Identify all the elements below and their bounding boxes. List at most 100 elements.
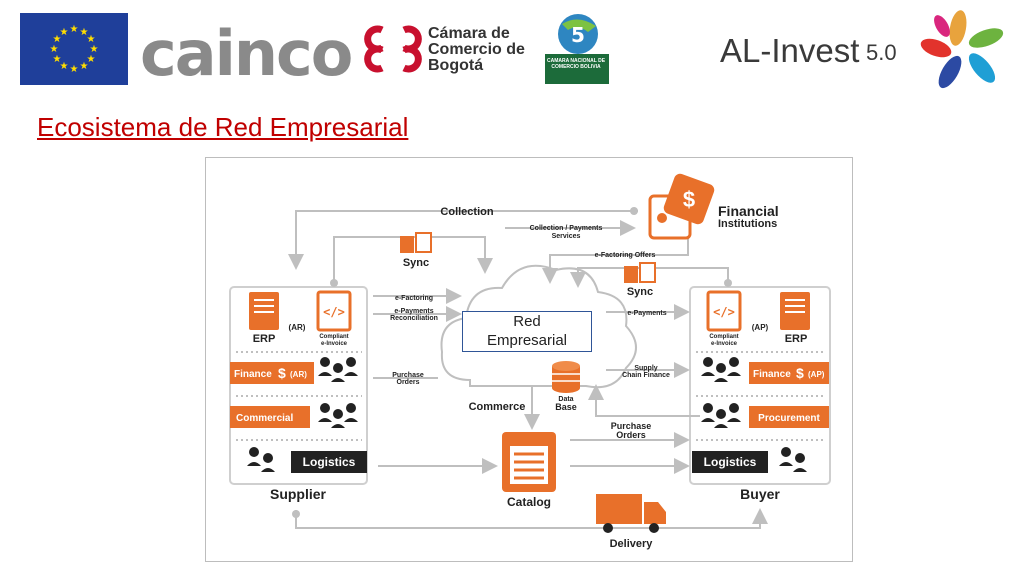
eu-flag-logo: ★★★ ★★★ ★★★ ★★★ bbox=[20, 13, 128, 85]
e-payments-right-label: e-Payments bbox=[627, 310, 666, 317]
finance-right-tag: (AP) bbox=[808, 370, 825, 379]
camara-bogota-logo: Cámara de Comercio de Bogotá bbox=[428, 25, 525, 74]
ar-label: (AR) bbox=[289, 323, 306, 332]
svg-text:</>: </> bbox=[323, 305, 345, 319]
al-invest-version: 5.0 bbox=[866, 40, 897, 65]
procurement-bar bbox=[749, 406, 829, 428]
svg-text:★: ★ bbox=[80, 61, 89, 72]
collection-arrow bbox=[288, 210, 638, 270]
services-label: Services bbox=[552, 233, 581, 240]
logo-bar: ★★★ ★★★ ★★★ ★★★ cainco Cámara de Comerci… bbox=[0, 0, 1024, 100]
catalog-label: Catalog bbox=[507, 495, 551, 509]
svg-text:★: ★ bbox=[70, 24, 79, 35]
supplier-panel bbox=[229, 286, 368, 485]
procurement-label: Procurement bbox=[758, 413, 820, 424]
svg-text:★: ★ bbox=[87, 34, 96, 45]
finance-left-dollar-icon: $ bbox=[278, 365, 286, 381]
red-box-line-1: Red bbox=[513, 313, 541, 330]
financial-label: Financial bbox=[718, 203, 779, 219]
sync-right-icon bbox=[624, 262, 656, 283]
financial-institutions-icon: $ bbox=[648, 173, 715, 240]
al-invest-logo: AL-Invest bbox=[720, 32, 860, 69]
svg-text:$: $ bbox=[683, 187, 695, 212]
institutions-label: Institutions bbox=[718, 218, 777, 230]
invoice-right-icon: </> bbox=[706, 290, 742, 332]
svg-text:★: ★ bbox=[60, 61, 69, 72]
buyer-panel bbox=[689, 286, 831, 485]
catalog-icon bbox=[502, 432, 556, 492]
al-invest-pinwheel-icon bbox=[920, 10, 1004, 89]
erp-left-label: ERP bbox=[253, 333, 276, 345]
sync-left-label: Sync bbox=[403, 257, 429, 269]
cainco-logo: cainco bbox=[140, 17, 353, 90]
reconciliation-label: Reconciliation bbox=[390, 315, 438, 322]
svg-text:★: ★ bbox=[90, 44, 99, 55]
finance-right-bar bbox=[749, 362, 829, 384]
svg-text:★: ★ bbox=[53, 34, 62, 45]
red-box-line-2: Empresarial bbox=[486, 332, 568, 349]
camara-nacional-badge-icon: 5 bbox=[545, 14, 609, 84]
commercial-label: Commercial bbox=[236, 413, 293, 424]
e-factoring-offers-label: e-Factoring Offers bbox=[595, 252, 656, 259]
finance-left-label: Finance bbox=[234, 369, 272, 380]
logistics-left-label: Logistics bbox=[303, 455, 356, 469]
finance-left-bar bbox=[230, 362, 314, 384]
camara-nacional-text: CAMARA NACIONAL DE COMERCIO BOLIVIA bbox=[546, 58, 606, 70]
svg-text:★: ★ bbox=[70, 64, 79, 75]
ap-label: (AP) bbox=[752, 323, 769, 332]
sync-right-label: Sync bbox=[627, 286, 653, 298]
supply-label: Supply bbox=[634, 365, 657, 372]
svg-text:★: ★ bbox=[80, 27, 89, 38]
svg-text:★: ★ bbox=[53, 54, 62, 65]
buyer-label: Buyer bbox=[740, 486, 780, 502]
procurement-arrow bbox=[588, 384, 700, 417]
data-label: Data bbox=[558, 396, 573, 403]
svg-text:5: 5 bbox=[571, 23, 585, 47]
erp-right-label: ERP bbox=[785, 333, 808, 345]
e-payments-label: e-Payments bbox=[394, 308, 433, 315]
page-title: Ecosistema de Red Empresarial bbox=[37, 112, 409, 142]
svg-text:</>: </> bbox=[713, 305, 735, 319]
purchase-orders-left-1: Purchase bbox=[392, 372, 424, 379]
e-factoring-label: e-Factoring bbox=[395, 295, 433, 302]
delivery-truck-icon bbox=[596, 494, 666, 533]
erp-right-icon bbox=[780, 292, 810, 330]
logistics-left-bar bbox=[291, 451, 367, 473]
delivery-arrow bbox=[295, 508, 768, 529]
sync-left-icon bbox=[400, 232, 432, 253]
chain-finance-label: Chain Finance bbox=[622, 372, 670, 379]
svg-text:★: ★ bbox=[50, 44, 59, 55]
collection-label: Collection bbox=[440, 206, 493, 218]
supplier-label: Supplier bbox=[270, 486, 327, 502]
collection-payments-label: Collection / Payments bbox=[530, 225, 603, 232]
finance-right-label: Finance bbox=[753, 369, 791, 380]
commerce-label: Commerce bbox=[469, 401, 526, 413]
people-group-left-1-icon bbox=[318, 357, 358, 382]
delivery-label: Delivery bbox=[610, 538, 654, 550]
logistics-right-bar bbox=[692, 451, 768, 473]
compliant-right-1: Compliant bbox=[709, 334, 738, 340]
commercial-bar bbox=[230, 406, 310, 428]
compliant-left-1: Compliant bbox=[319, 334, 348, 340]
people-group-left-2-icon bbox=[318, 403, 358, 428]
finance-right-dollar-icon: $ bbox=[796, 365, 804, 381]
purchase-orders-left-2: Orders bbox=[397, 379, 420, 386]
compliant-right-2: e-Invoice bbox=[711, 341, 738, 347]
finance-left-tag: (AR) bbox=[290, 370, 307, 379]
svg-text:★: ★ bbox=[87, 54, 96, 65]
people-group-right-2-icon bbox=[701, 403, 741, 428]
base-label: Base bbox=[555, 402, 577, 412]
eu-stars-icon: ★★★ ★★★ ★★★ ★★★ bbox=[50, 24, 99, 75]
purchase-orders-right-1: Purchase bbox=[611, 421, 652, 431]
purchase-orders-right-2: Orders bbox=[616, 430, 646, 440]
people-group-left-3-icon bbox=[247, 447, 275, 472]
database-icon bbox=[552, 361, 580, 393]
red-empresarial-box: Red Empresarial bbox=[462, 311, 592, 352]
compliant-left-2: e-Invoice bbox=[321, 341, 348, 347]
erp-left-icon bbox=[249, 292, 279, 330]
camara-bogota-emblem-icon bbox=[364, 25, 422, 73]
e-factoring-offers-arrow bbox=[542, 238, 689, 284]
invoice-left-icon: </> bbox=[316, 290, 352, 332]
people-group-right-1-icon bbox=[701, 357, 741, 382]
